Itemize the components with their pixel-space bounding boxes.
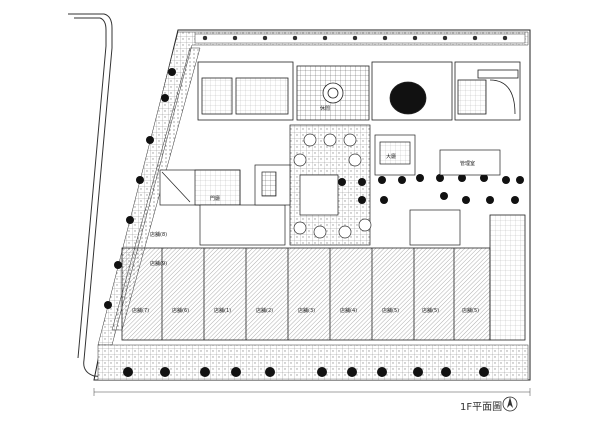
shop-label: 店舖(4) bbox=[340, 307, 357, 314]
shop-label: 店舖(1) bbox=[214, 307, 231, 314]
room-label: 休閒 bbox=[320, 105, 330, 112]
left-service-block bbox=[159, 149, 501, 246]
shop-labels: 店舖(7) 店舖(6) 店舖(1) 店舖(2) 店舖(3) 店舖(4) 店舖(5… bbox=[132, 105, 479, 314]
tree-row-mid bbox=[338, 174, 524, 204]
shop-label: 店舖(8) bbox=[150, 231, 167, 238]
central-courtyard bbox=[289, 124, 416, 246]
bottom-tree-row bbox=[123, 367, 489, 377]
north-arrow-icon bbox=[502, 396, 518, 412]
room-label: 門廳 bbox=[210, 195, 220, 202]
north-wing bbox=[197, 61, 521, 121]
perimeter-paving bbox=[97, 31, 529, 381]
shop-label: 店舖(5) bbox=[382, 307, 399, 314]
shop-label: 店舖(9) bbox=[150, 260, 167, 267]
shop-label: 店舖(6) bbox=[172, 307, 189, 314]
road-curb bbox=[68, 13, 121, 379]
left-tree-column bbox=[104, 68, 176, 309]
shop-label: 店舖(5) bbox=[462, 307, 479, 314]
shop-label: 店舖(5) bbox=[422, 307, 439, 314]
room-label: 管理室 bbox=[460, 160, 475, 167]
dimension-line bbox=[93, 388, 531, 396]
shops-row bbox=[121, 214, 526, 341]
shop-label: 店舖(2) bbox=[256, 307, 273, 314]
shop-label: 店舖(3) bbox=[298, 307, 315, 314]
top-planter-row bbox=[194, 33, 526, 44]
room-label: 大廳 bbox=[386, 153, 396, 160]
drawing-title: 1F平面圖 bbox=[460, 401, 502, 413]
shop-label: 店舖(7) bbox=[132, 307, 149, 314]
